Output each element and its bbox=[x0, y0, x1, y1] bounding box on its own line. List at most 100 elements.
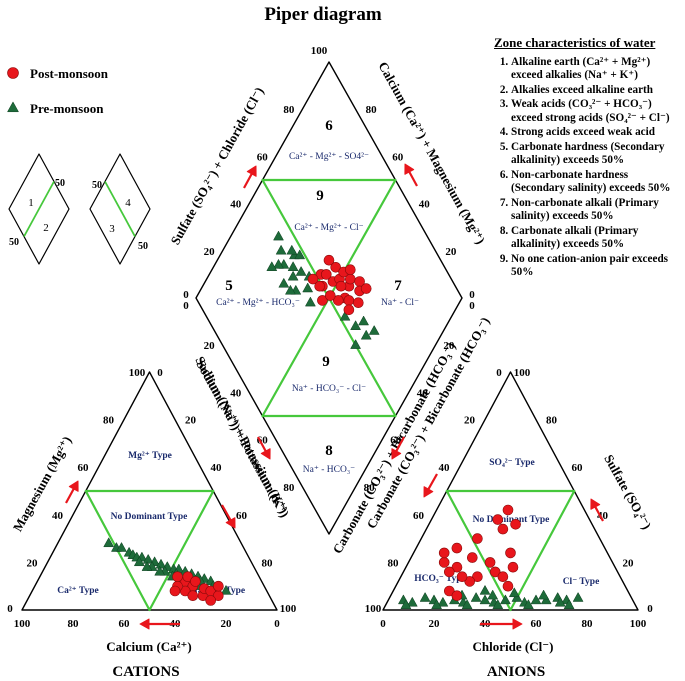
cations-post-point-5 bbox=[187, 590, 199, 602]
anions-pre-point-2 bbox=[419, 591, 431, 602]
diamond-left-arrow-shaft bbox=[243, 173, 253, 189]
diamond-ul-tick-80: 80 bbox=[283, 104, 295, 116]
anions-right-axis-label: Sulfate (SO₄²⁻) bbox=[601, 452, 654, 532]
anions-zone-triangle bbox=[445, 489, 576, 612]
key-left-zone-a: 1 bbox=[28, 197, 34, 209]
cations-pre-point-2 bbox=[116, 541, 127, 552]
anions-pre-point-22 bbox=[522, 599, 534, 609]
cations-right-arrow-shaft bbox=[221, 504, 232, 521]
diamond-lower-right-arrow-shaft bbox=[395, 436, 405, 452]
anions-pre-point-1 bbox=[406, 596, 418, 607]
diamond-zone-number-6: 8 bbox=[325, 443, 333, 459]
cations-left-arrow-shaft bbox=[65, 488, 75, 504]
anions-base-tick-80: 80 bbox=[582, 618, 594, 630]
diamond-upper-zone bbox=[261, 178, 397, 300]
diamond-ul-tick-20: 20 bbox=[204, 246, 216, 258]
diamond-post-point-12 bbox=[360, 283, 372, 294]
diamond-pre-point-13 bbox=[294, 249, 306, 260]
cations-left-arrow bbox=[65, 480, 79, 504]
anions-left-tick-40: 40 bbox=[439, 462, 451, 474]
anions-pre-point-25 bbox=[479, 584, 491, 595]
anions-left-tick-20: 20 bbox=[464, 415, 476, 427]
cations-pre-point-31 bbox=[141, 561, 153, 571]
diamond-ul-tick-40: 40 bbox=[230, 199, 242, 211]
diamond-post-point-17 bbox=[343, 295, 355, 306]
diamond-zone-number-2: 9 bbox=[316, 188, 324, 204]
anions-title: ANIONS bbox=[487, 664, 545, 680]
diamond-lower-left-arrow bbox=[257, 436, 271, 460]
anions-right-arrow bbox=[590, 498, 604, 522]
anions-pre-point-8 bbox=[479, 594, 491, 605]
cations-title: CATIONS bbox=[112, 664, 179, 680]
anions-right-tick-20: 20 bbox=[623, 557, 635, 569]
diamond-ur-tick-40: 40 bbox=[419, 199, 431, 211]
cations-left-tick-60: 60 bbox=[78, 462, 90, 474]
cations-right-tick-100: 100 bbox=[280, 603, 297, 615]
anions-right-tick-100: 100 bbox=[514, 367, 531, 379]
cations-post-point-12 bbox=[213, 580, 224, 592]
anions-pre-point-18 bbox=[400, 599, 412, 609]
cations-post-point-14 bbox=[169, 585, 181, 597]
zone-item-6: Non-carbonate hardness (Secondary salini… bbox=[511, 169, 683, 196]
anions-post-point-13 bbox=[497, 571, 509, 583]
diamond-zone-number-4: 7 bbox=[394, 278, 402, 294]
anions-pre-point-27 bbox=[538, 589, 550, 600]
zone-item-8: Carbonate alkali (Primary alkalinity) ex… bbox=[511, 225, 683, 252]
diamond-pre-point-12 bbox=[266, 261, 278, 271]
cations-base-tick-60: 60 bbox=[119, 618, 131, 630]
chart-title: Piper diagram bbox=[264, 4, 382, 25]
cations-right-tick-60: 60 bbox=[236, 510, 248, 522]
key-right-tick-bottom: 50 bbox=[138, 241, 148, 252]
anions-base-tick-60: 60 bbox=[531, 618, 543, 630]
key-right-tick-top: 50 bbox=[92, 180, 102, 191]
anions-right-arrow-shaft bbox=[594, 506, 604, 522]
cations-right-tick-20: 20 bbox=[185, 415, 197, 427]
anions-pre-point-7 bbox=[470, 591, 482, 602]
cations-left-tick-100: 100 bbox=[129, 367, 146, 379]
diamond-zone-label-2: Ca²⁺ - Mg²⁺ - Cl⁻ bbox=[294, 223, 363, 233]
diamond-right-tick-0b: 0 bbox=[469, 300, 475, 312]
diamond-outline bbox=[195, 61, 463, 535]
anions-post-point-0 bbox=[438, 557, 450, 568]
diamond-ll-tick-40: 40 bbox=[230, 387, 242, 399]
diamond-right-arrow bbox=[404, 163, 418, 187]
key-right-outline bbox=[89, 153, 151, 265]
cations-left-axis-label: Magnesium (Mg²⁺) bbox=[10, 434, 75, 534]
diamond-lower-right-arrow bbox=[391, 436, 405, 460]
diamond-pre-point-14 bbox=[304, 296, 316, 307]
cations-right-tick-0: 0 bbox=[157, 367, 163, 379]
diamond-post-point-16 bbox=[317, 295, 328, 306]
key-right-zone-b: 3 bbox=[109, 223, 115, 235]
diamond-post-point-4 bbox=[335, 280, 347, 292]
anions-post-point-17 bbox=[443, 585, 455, 597]
cations-left-arrow-head bbox=[68, 480, 79, 492]
zone-item-1: Alkaline earth (Ca²⁺ + Mg²⁺) exceed alka… bbox=[511, 56, 683, 83]
anions-post-point-2 bbox=[451, 561, 463, 573]
anions-right-tick-60: 60 bbox=[572, 462, 584, 474]
diamond-ll-tick-20: 20 bbox=[204, 340, 216, 352]
diamond-pre-point-19 bbox=[358, 315, 370, 326]
diamond-post-point-14 bbox=[332, 295, 344, 306]
diamond-post-point-23 bbox=[314, 280, 326, 292]
zone-item-9: No one cation-anion pair exceeds 50% bbox=[511, 253, 683, 280]
cations-xlabel: Calcium (Ca²⁺) bbox=[106, 639, 192, 654]
diamond-lr-tick-20: 20 bbox=[443, 340, 455, 352]
cations-base-tick-100: 100 bbox=[14, 618, 31, 630]
zone-item-5: Carbonate hardness (Secondary alkalinity… bbox=[511, 141, 683, 168]
diamond-lower-right-arrow-head bbox=[391, 448, 402, 460]
diamond-zone-label-1: Ca²⁺ - Mg²⁺ - SO4²⁻ bbox=[289, 152, 369, 162]
zone-item-3: Weak acids (CO₃²⁻ + HCO₃⁻) exceed strong… bbox=[511, 98, 683, 125]
diamond-top-tick-100: 100 bbox=[311, 45, 328, 57]
key-left-tick-top: 50 bbox=[55, 178, 65, 189]
diamond-post-point-5 bbox=[320, 269, 332, 280]
anions-pre-point-21 bbox=[492, 599, 504, 609]
diamond-right-arrow-shaft bbox=[408, 171, 418, 187]
diamond-left-tick-0b: 0 bbox=[183, 300, 189, 312]
cations-base-tick-80: 80 bbox=[68, 618, 80, 630]
diamond-pre-point-7 bbox=[295, 265, 307, 276]
anions-xlabel: Chloride (Cl⁻) bbox=[473, 639, 554, 654]
cations-pre-point-30 bbox=[154, 565, 166, 576]
cations-pre-point-18 bbox=[133, 556, 145, 567]
anions-post-point-12 bbox=[489, 566, 501, 578]
diamond-left-axis-label: Sulfate (SO₄²⁻) + Chloride (Cl⁻) bbox=[167, 84, 266, 247]
